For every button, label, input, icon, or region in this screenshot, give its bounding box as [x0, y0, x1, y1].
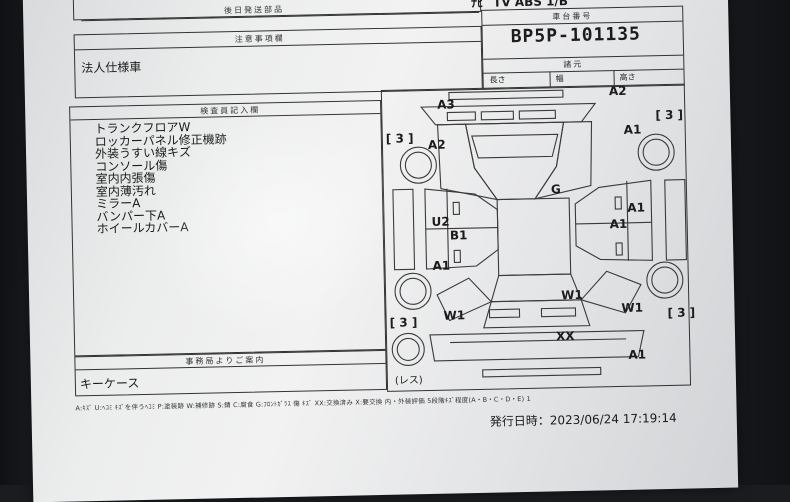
mark-w1-center: W1 — [560, 287, 583, 303]
tire-mark-rear-left: [ 3 ] — [389, 315, 418, 330]
mark-a2-top-right: A2 — [608, 83, 627, 99]
issued-datetime: 2023/06/24 17:19:14 — [549, 410, 677, 428]
mark-a1-left-lower: A1 — [432, 258, 451, 273]
mark-a2-left-upper: A2 — [427, 137, 446, 152]
mark-a1-bottom-right: A1 — [628, 347, 647, 362]
tire-mark-front-right: [ 3 ] — [655, 107, 684, 123]
mark-a1-right-mid2: A1 — [609, 216, 628, 232]
mark-g-center: G — [550, 182, 561, 197]
tire-mark-front-left: [ 3 ] — [385, 131, 414, 146]
mark-a1-right-upper: A1 — [623, 122, 642, 137]
tire-mark-spare: (レス) — [394, 375, 423, 387]
mark-w1-right: W1 — [621, 300, 644, 315]
issued-label: 発行日時： — [489, 413, 550, 429]
mark-u2-left: U2 — [431, 214, 450, 229]
mark-a3-top: A3 — [436, 97, 455, 112]
inspection-sheet: 後日発送部品 ﾅﾋﾞ TV ABS 1/B 注意事項欄 法人仕様車 車台番号 B… — [22, 0, 739, 502]
mark-w1-left: W1 — [443, 308, 466, 323]
tire-mark-rear-right: [ 3 ] — [667, 305, 696, 321]
mark-xx-rear: XX — [555, 328, 575, 344]
mark-a1-right-mid: A1 — [627, 200, 646, 215]
mark-b1-left: B1 — [449, 228, 468, 243]
